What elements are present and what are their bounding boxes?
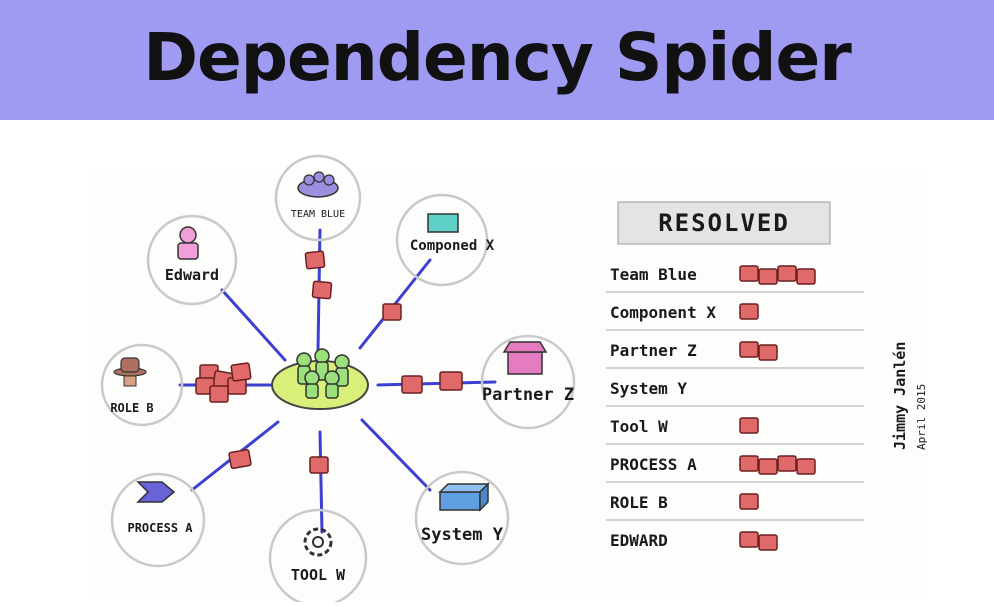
spoke-blocks (195, 250, 463, 474)
dependency-block (382, 303, 402, 321)
node-circle-process (110, 472, 206, 568)
spoke-edward (220, 288, 287, 362)
node-label-partner: Partner Z (482, 385, 574, 405)
team-hub (271, 348, 369, 410)
signature: Jimmy Janlén April 2015 (891, 342, 928, 450)
signature-date: April 2015 (915, 384, 928, 450)
node-label-edward: Edward (165, 266, 219, 284)
resolved-block (758, 268, 778, 285)
resolved-block (739, 303, 759, 320)
node-circle-edward (146, 214, 238, 306)
resolved-block (796, 268, 816, 285)
team-icon (297, 171, 339, 198)
page-title: Dependency Spider (143, 19, 852, 96)
resolved-row-label: Tool W (610, 417, 668, 436)
process-arrow-icon (136, 481, 176, 503)
resolved-heading: RESOLVED (658, 209, 790, 237)
title-banner: Dependency Spider (0, 0, 994, 120)
dependency-block (228, 448, 252, 470)
dependency-block (230, 362, 252, 382)
node-label-system: System Y (421, 525, 504, 545)
spoke-system (360, 418, 432, 492)
node-label-role: ROLE B (110, 401, 153, 415)
resolved-row-label: PROCESS A (610, 455, 697, 474)
node-label-component: Componed X (410, 238, 495, 254)
resolved-row-label: System Y (610, 379, 687, 398)
node-label-process: PROCESS A (127, 521, 193, 535)
resolved-block (739, 417, 759, 434)
dependency-block (439, 371, 463, 391)
spoke-tool (318, 430, 324, 534)
dependency-block (209, 385, 229, 403)
person-icon (177, 226, 199, 260)
node-circle-component (395, 193, 489, 287)
dependency-spider-diagram: TEAM BLUE Componed X Edward Partner Z RO… (88, 154, 928, 606)
resolved-block (739, 493, 759, 510)
node-circle-role (100, 343, 184, 427)
node-circles (100, 154, 576, 606)
hub-people-icon (296, 348, 350, 399)
node-circle-tool (268, 508, 368, 606)
resolved-row-label: Partner Z (610, 341, 697, 360)
gear-icon (303, 527, 333, 557)
partner-box-icon (502, 341, 548, 375)
resolved-row-label: ROLE B (610, 493, 668, 512)
system-box-icon (438, 482, 490, 512)
resolved-block (777, 455, 797, 472)
resolved-block (739, 341, 759, 358)
role-hat-icon (113, 357, 147, 387)
signature-name: Jimmy Janlén (891, 342, 909, 450)
resolved-block (796, 458, 816, 475)
resolved-block (758, 344, 778, 361)
spider-canvas: TEAM BLUE Componed X Edward Partner Z RO… (0, 120, 994, 606)
resolved-heading-box (617, 201, 831, 245)
resolved-block (758, 534, 778, 551)
dependency-block (311, 280, 333, 300)
resolved-block (739, 265, 759, 282)
component-icon (427, 213, 459, 233)
spoke-partner (376, 380, 497, 387)
dependency-block (304, 250, 326, 270)
resolved-block (758, 458, 778, 475)
resolved-row-label: EDWARD (610, 531, 668, 550)
resolved-row-label: Team Blue (610, 265, 697, 284)
resolved-block (777, 265, 797, 282)
resolved-row-label: Component X (610, 303, 716, 322)
resolved-block (739, 455, 759, 472)
node-circle-partner (480, 334, 576, 430)
node-circle-team (274, 154, 362, 242)
dependency-block (309, 456, 329, 474)
dependency-block (401, 375, 423, 394)
resolved-block (739, 531, 759, 548)
node-label-team: TEAM BLUE (291, 209, 345, 220)
node-label-tool: TOOL W (291, 566, 346, 584)
node-circle-system (414, 470, 510, 566)
